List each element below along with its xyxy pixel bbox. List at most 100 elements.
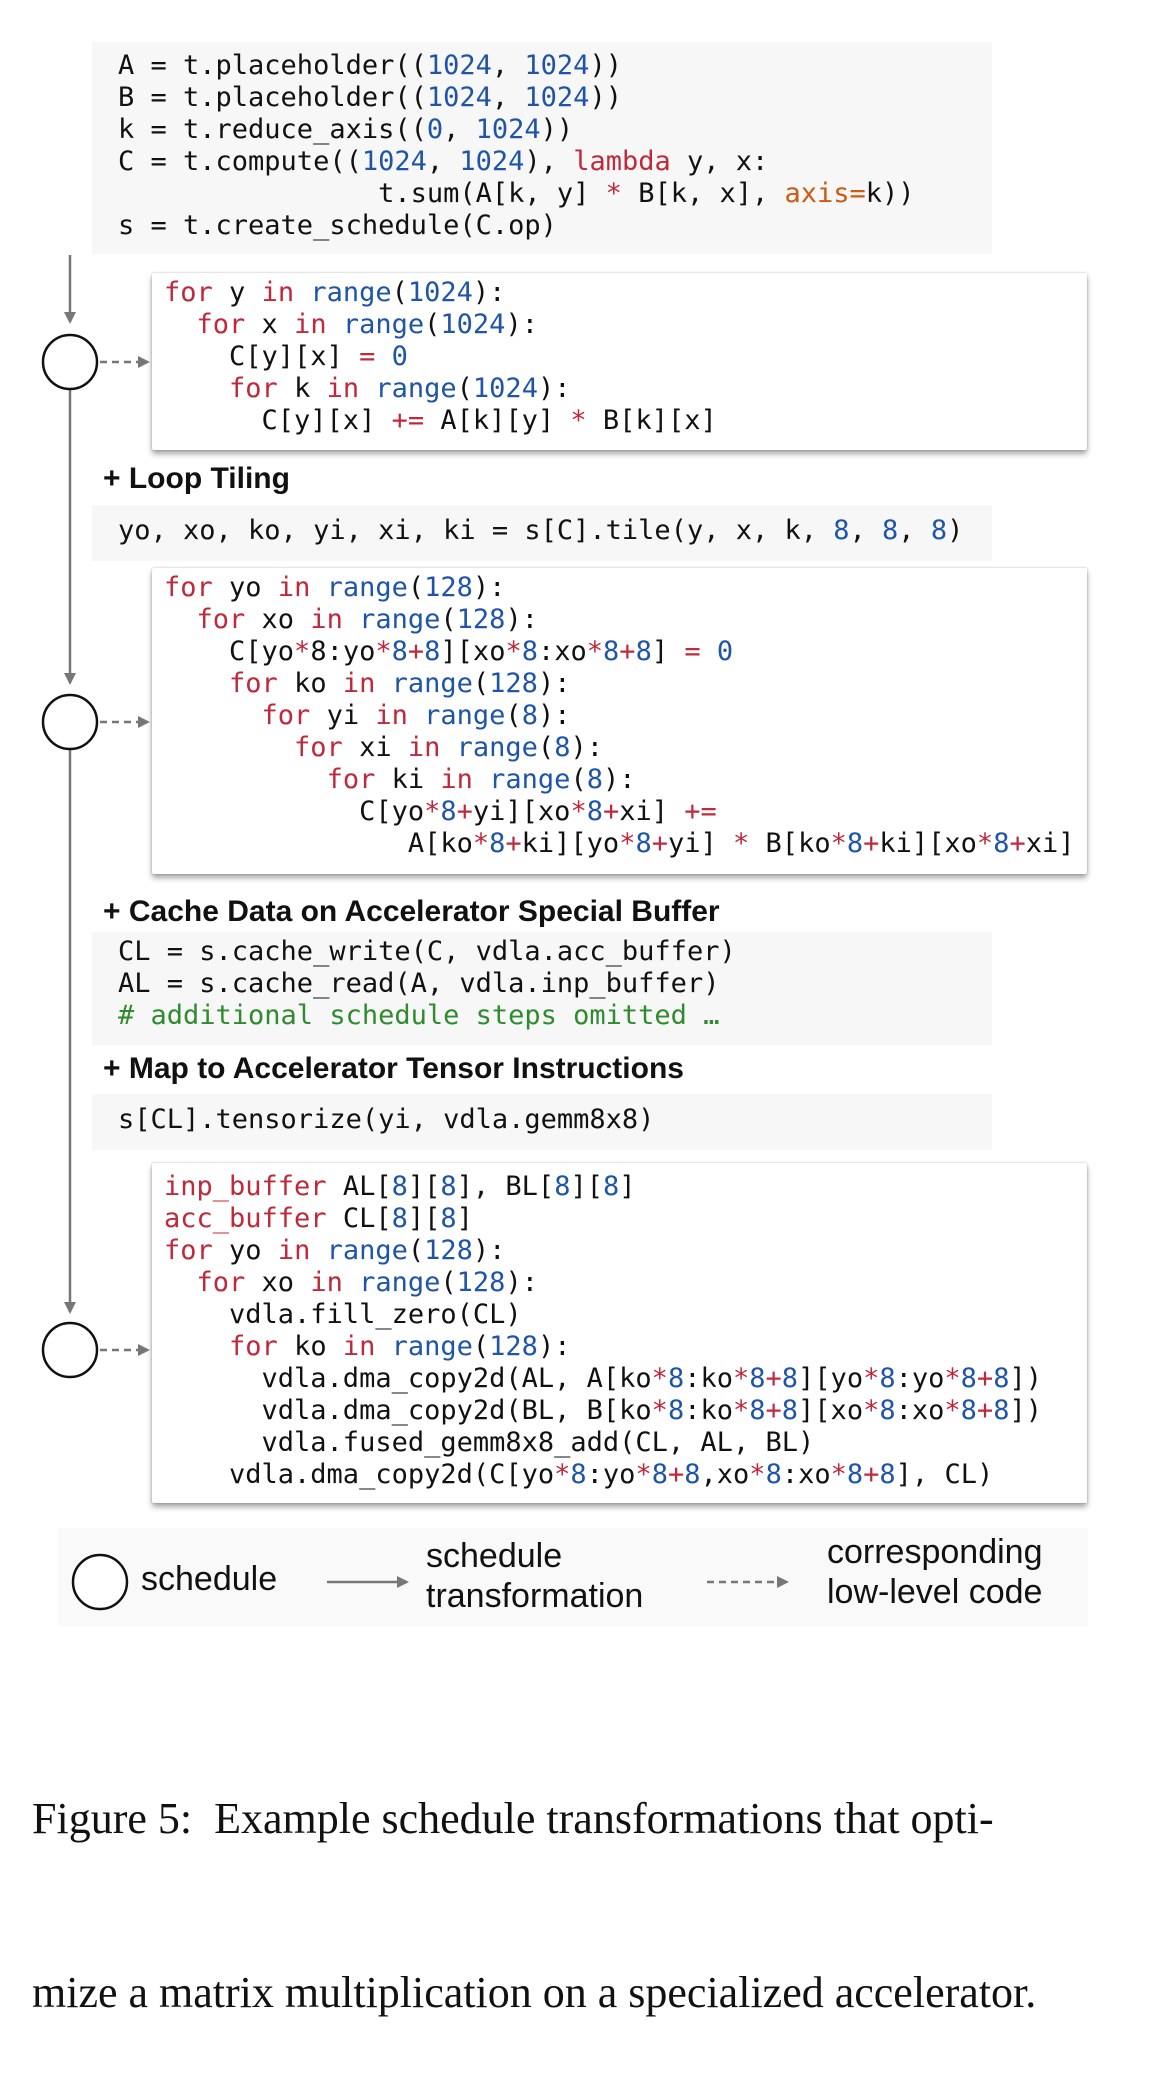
code-line: vdla.fill_zero(CL) bbox=[164, 1299, 522, 1330]
code-token: yo bbox=[212, 1235, 278, 1266]
code-token: AL = s.cache_read(A, vdla.inp_buffer) bbox=[118, 968, 720, 999]
code-token: in bbox=[407, 732, 441, 763]
code-token: , bbox=[491, 82, 525, 113]
code-token: 8 bbox=[765, 1459, 782, 1490]
code-token: 128 bbox=[489, 668, 538, 699]
code-token: :yo bbox=[895, 1363, 945, 1394]
code-token: ][ bbox=[570, 1171, 603, 1202]
code-line: vdla.dma_copy2d(BL, B[ko*8:ko*8+8][xo*8:… bbox=[164, 1395, 1042, 1426]
code-token: range bbox=[326, 572, 408, 603]
code-token: 8 bbox=[879, 1363, 896, 1394]
code-token: :yo bbox=[586, 1459, 636, 1490]
code-token: * bbox=[749, 1459, 766, 1490]
schedule-flow-diagram bbox=[41, 255, 789, 1611]
code-line: for x in range(1024): bbox=[164, 309, 538, 340]
code-token: range bbox=[375, 373, 457, 404]
code-token: vdla.fused_gemm8x8_add(CL, AL, BL) bbox=[164, 1427, 815, 1458]
code-token: 8 bbox=[635, 828, 652, 859]
code-token: * bbox=[570, 405, 587, 436]
code-token: ): bbox=[602, 764, 636, 795]
code-token: + bbox=[765, 1363, 782, 1394]
legend-code-label: corresponding low-level code bbox=[827, 1532, 1042, 1612]
code-token: yi] bbox=[668, 828, 734, 859]
code-token: , bbox=[443, 114, 476, 145]
accelerator-code-card: inp_buffer AL[8][8], BL[8][8] acc_buffer… bbox=[152, 1163, 1087, 1503]
code-token: ki bbox=[375, 764, 441, 795]
code-token: in bbox=[440, 764, 473, 795]
code-line: for ko in range(128): bbox=[164, 668, 570, 699]
code-line: # additional schedule steps omitted … bbox=[118, 1000, 719, 1031]
code-token: range bbox=[359, 1267, 441, 1298]
code-token: ), bbox=[524, 146, 574, 177]
code-token: 0 bbox=[426, 114, 444, 145]
code-token: 8 bbox=[960, 1395, 977, 1426]
code-token: ,xo bbox=[700, 1459, 750, 1490]
code-token: + bbox=[407, 636, 425, 667]
cache-heading: + Cache Data on Accelerator Special Buff… bbox=[103, 895, 720, 928]
code-token: * bbox=[830, 828, 847, 859]
code-token: 1024 bbox=[472, 373, 538, 404]
code-line: k = t.reduce_axis((0, 1024)) bbox=[118, 114, 573, 145]
code-token: 8 bbox=[554, 1171, 571, 1202]
code-token: yi bbox=[310, 700, 376, 731]
code-token: ): bbox=[537, 1331, 571, 1362]
code-token: 8 bbox=[635, 636, 652, 667]
code-token: range bbox=[391, 1331, 473, 1362]
code-token: 8 bbox=[960, 1363, 977, 1394]
code-token: ( bbox=[570, 764, 587, 795]
caption-line1: Figure 5: Example schedule transformatio… bbox=[32, 1794, 994, 1843]
code-token: * bbox=[830, 1459, 847, 1490]
code-token: 1024 bbox=[440, 309, 506, 340]
code-token: 0 bbox=[391, 341, 408, 372]
legend-transform-label: schedule transformation bbox=[426, 1536, 643, 1616]
code-token: ( bbox=[407, 572, 425, 603]
code-token: range bbox=[310, 277, 392, 308]
legend-schedule-circle-icon bbox=[71, 1553, 129, 1611]
code-token: range bbox=[424, 700, 506, 731]
figure-caption: Figure 5: Example schedule transformatio… bbox=[32, 1674, 1036, 2080]
code-token: ( bbox=[391, 277, 408, 308]
code-token: ( bbox=[424, 309, 441, 340]
code-line: CL = s.cache_write(C, vdla.acc_buffer) bbox=[118, 936, 736, 967]
code-token: * bbox=[586, 636, 604, 667]
code-token: y bbox=[212, 277, 262, 308]
code-token: 8 bbox=[570, 1459, 587, 1490]
code-token: in bbox=[277, 572, 311, 603]
code-token: ][xo bbox=[440, 636, 506, 667]
code-token: for bbox=[196, 309, 246, 340]
code-token: + bbox=[863, 1459, 880, 1490]
code-token: ): bbox=[505, 604, 538, 635]
code-token: + bbox=[1009, 828, 1026, 859]
code-token: 8 bbox=[603, 636, 620, 667]
code-token: t.sum(A[k, y] bbox=[118, 178, 606, 209]
legend-transform-line2: transformation bbox=[426, 1577, 644, 1615]
code-token: :xo bbox=[895, 1395, 945, 1426]
code-token: xo bbox=[245, 1267, 311, 1298]
tiled-loop-code: for yo in range(128): for xo in range(12… bbox=[164, 572, 1075, 860]
code-token: + bbox=[976, 1363, 994, 1394]
code-token: 8 bbox=[879, 1395, 896, 1426]
code-token: ][yo bbox=[798, 1363, 864, 1394]
code-line: C[yo*8:yo*8+8][xo*8:xo*8+8] = 0 bbox=[164, 636, 733, 667]
code-token: s[CL].tensorize(yi, vdla.gemm8x8) bbox=[118, 1104, 655, 1135]
tiled-loop-code-card: for yo in range(128): for xo in range(12… bbox=[152, 568, 1087, 874]
code-token: + bbox=[765, 1395, 782, 1426]
code-token: * bbox=[733, 828, 750, 859]
code-token: )) bbox=[540, 114, 574, 145]
code-token: * bbox=[505, 636, 522, 667]
code-token: + bbox=[651, 828, 668, 859]
code-token: 8 bbox=[879, 1459, 896, 1490]
code-token: vdla.dma_copy2d(BL, B[ko bbox=[164, 1395, 652, 1426]
code-token: 8 bbox=[391, 636, 408, 667]
legend-code-line2: low-level code bbox=[827, 1573, 1043, 1611]
code-token: 8 bbox=[440, 1203, 457, 1234]
code-token: yi][xo bbox=[472, 796, 571, 827]
code-token: 128 bbox=[456, 604, 506, 635]
code-token: ] bbox=[651, 636, 685, 667]
code-line: inp_buffer AL[8][8], BL[8][8] bbox=[164, 1171, 636, 1202]
code-token: 1024 bbox=[426, 50, 492, 81]
code-token: for bbox=[164, 277, 213, 308]
code-token: + bbox=[505, 828, 522, 859]
code-token: * bbox=[976, 828, 994, 859]
code-token: )) bbox=[589, 50, 622, 81]
